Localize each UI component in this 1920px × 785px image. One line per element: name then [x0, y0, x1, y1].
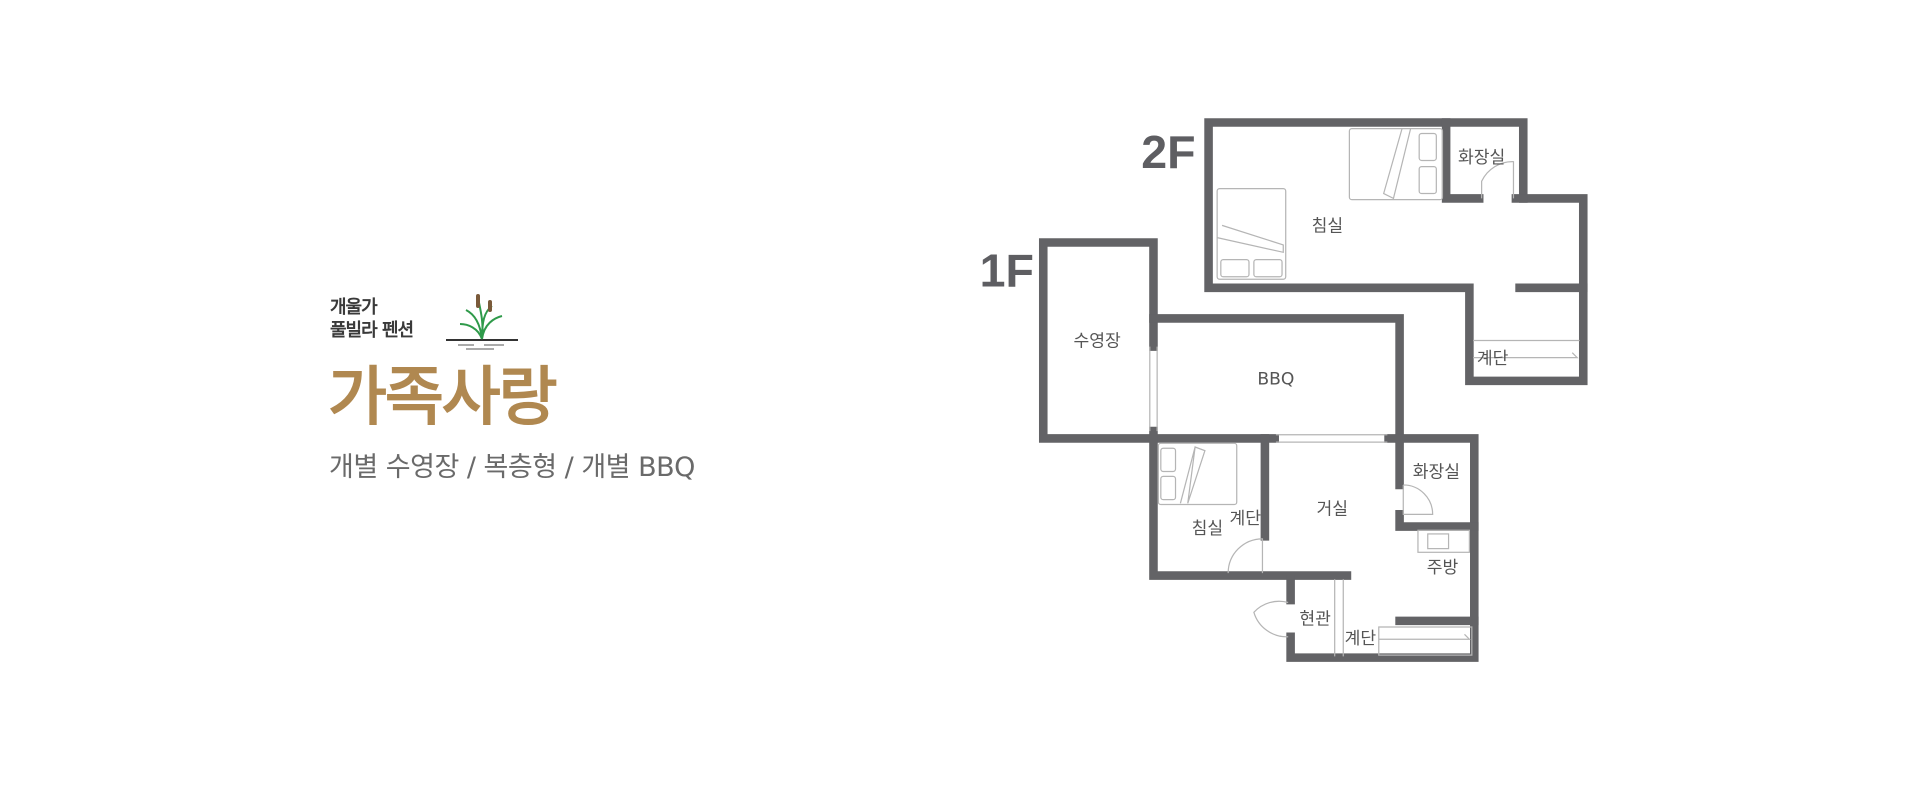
room-label-1f-stairs: 계단: [1345, 629, 1377, 649]
floor2-walls: [1204, 118, 1588, 386]
room-label-2f-stairs: 계단: [1477, 349, 1509, 369]
page-subtitle: 개별 수영장 / 복층형 / 개별 BBQ: [329, 452, 695, 483]
room-label-bedroom-stairs: 계단: [1230, 509, 1262, 529]
floor1-label: 1F: [980, 245, 1034, 297]
floor1-walls: [1038, 238, 1479, 662]
room-label-entrance: 현관: [1299, 610, 1331, 630]
room-label-kitchen: 주방: [1427, 558, 1459, 578]
room-label-1f-bathroom: 화장실: [1413, 463, 1460, 483]
brand-line1: 개울가: [330, 297, 378, 318]
floor1-furniture: [1149, 346, 1473, 657]
room-label-2f-bedroom: 침실: [1312, 217, 1344, 237]
room-label-living: 거실: [1316, 499, 1348, 519]
room-label-2f-bathroom: 화장실: [1458, 148, 1505, 168]
room-label-1f-bedroom: 침실: [1192, 519, 1224, 539]
floor2-label: 2F: [1141, 126, 1195, 178]
room-label-bbq: BBQ: [1257, 370, 1294, 390]
brand-name: 개울가 풀빌라 펜션: [330, 296, 414, 342]
page-title: 가족사랑: [328, 361, 558, 435]
brand-line2: 풀빌라 펜션: [330, 320, 414, 341]
reed-water-icon: [446, 294, 518, 350]
room-label-pool: 수영장: [1074, 332, 1122, 352]
floor2-furniture: [1216, 128, 1580, 359]
